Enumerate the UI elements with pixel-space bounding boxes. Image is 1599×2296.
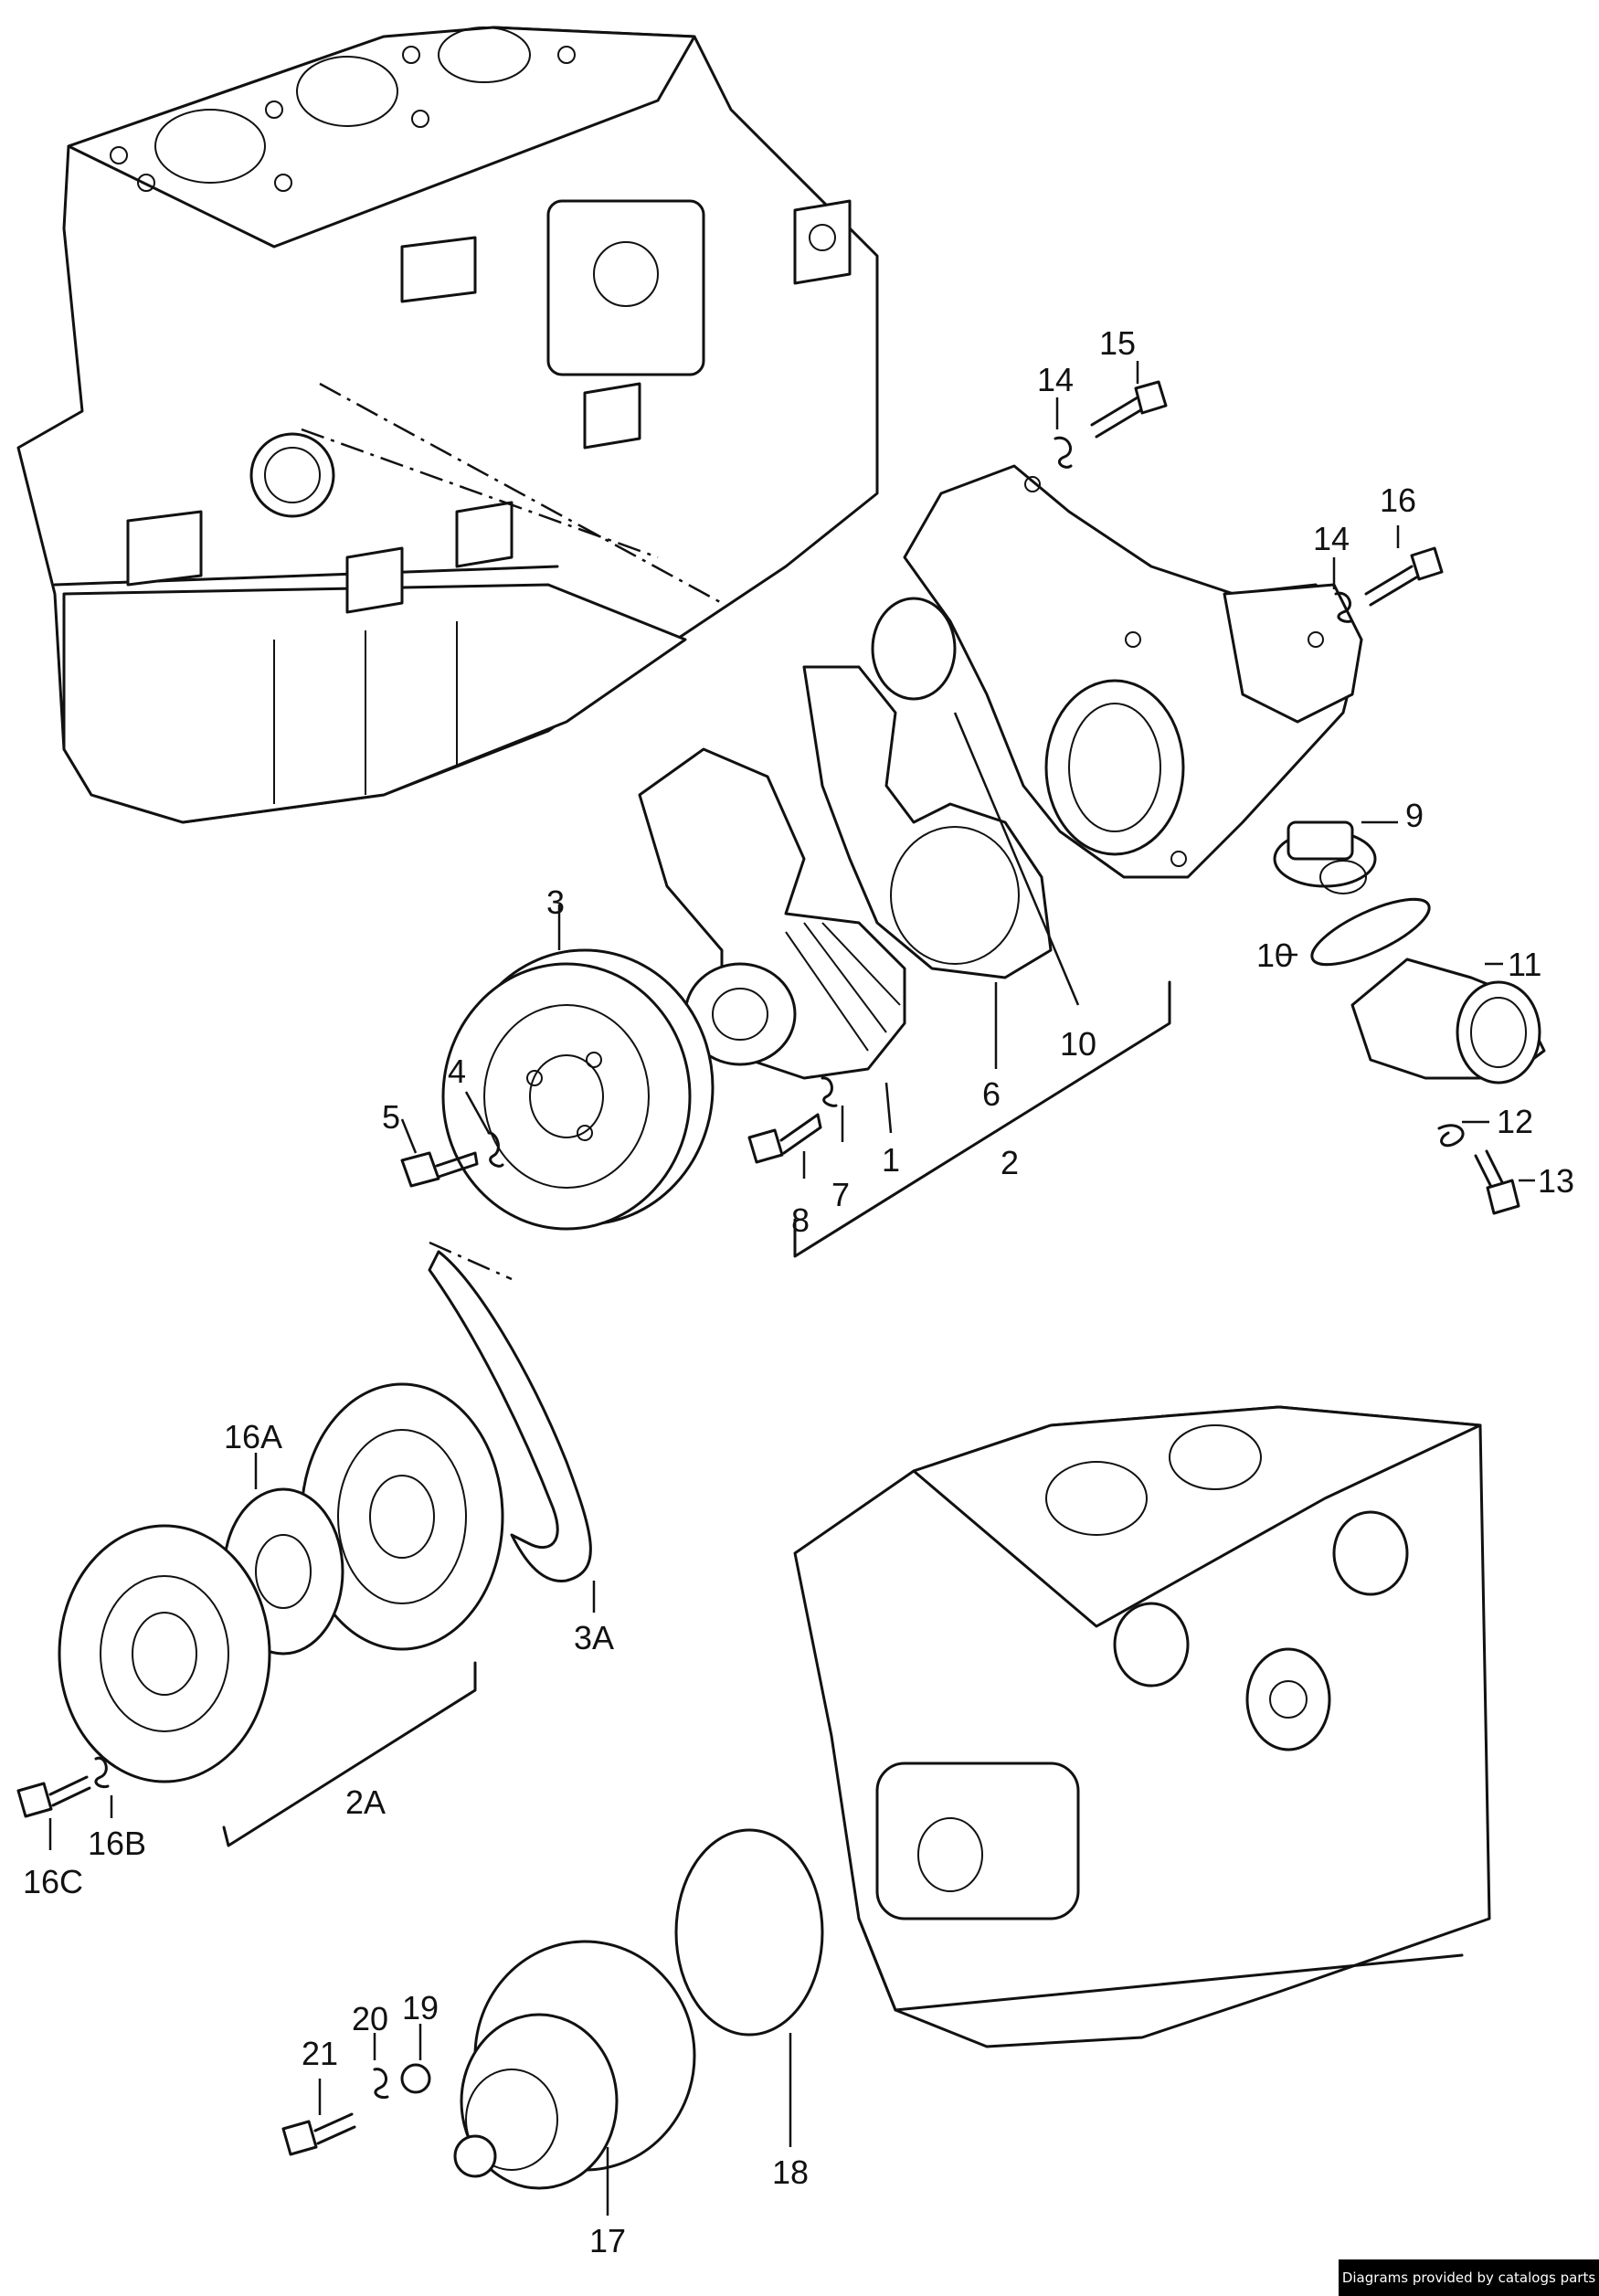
- callout-2: 2: [1001, 1144, 1019, 1181]
- callout-16C: 16C: [23, 1863, 83, 1900]
- callout-8: 8: [791, 1201, 810, 1239]
- o-ring-10-lower: [1310, 897, 1431, 967]
- callout-4: 4: [448, 1053, 466, 1090]
- callout-14a: 14: [1037, 361, 1074, 398]
- washer-14-lower: [1334, 591, 1352, 623]
- callout-9: 9: [1405, 797, 1424, 834]
- callout-21: 21: [302, 2035, 338, 2072]
- bolt-5: [400, 1151, 479, 1188]
- washer-4: [487, 1131, 504, 1168]
- callout-1: 1: [882, 1141, 900, 1179]
- engine-block-top: [16, 26, 879, 824]
- thermostat-9: [1273, 820, 1377, 894]
- bolt-8: [747, 1113, 822, 1164]
- credit-banner: Diagrams provided by catalogs parts: [1339, 2259, 1599, 2296]
- callout-16A: 16A: [224, 1418, 282, 1455]
- washer-16B: [94, 1756, 110, 1789]
- v-belt-3A: [428, 1250, 592, 1582]
- callout-3: 3: [546, 883, 565, 921]
- callout-3A: 3A: [574, 1619, 614, 1656]
- bolt-21: [281, 2112, 356, 2156]
- callout-18: 18: [772, 2153, 809, 2191]
- callout-10a: 10: [1060, 1025, 1096, 1063]
- pulley-2A-inner: [58, 1524, 271, 1783]
- washer-19: [400, 2063, 431, 2094]
- callout-19: 19: [402, 1989, 439, 2026]
- coolant-housing: [903, 464, 1363, 879]
- bolt-16: [1364, 546, 1444, 607]
- engine-block-bottom: [793, 1405, 1491, 2048]
- callout-6: 6: [982, 1075, 1001, 1113]
- bracket-2: [793, 980, 1171, 1258]
- callout-13: 13: [1538, 1162, 1574, 1200]
- callout-11: 11: [1508, 946, 1541, 983]
- callout-16: 16: [1380, 481, 1416, 519]
- washer-7: [821, 1076, 838, 1107]
- bracket-2A: [222, 1661, 477, 1847]
- washer-14-upper: [1054, 436, 1073, 469]
- callout-17: 17: [589, 2222, 626, 2259]
- callout-16B: 16B: [88, 1825, 146, 1862]
- callout-leaders: [48, 361, 1535, 2216]
- bolt-15: [1090, 380, 1168, 439]
- water-pump-17: [453, 1940, 696, 2190]
- bolt-13: [1474, 1149, 1520, 1215]
- pulley-3: [441, 948, 715, 1231]
- bolt-16C: [16, 1775, 91, 1818]
- gasket-6: [802, 665, 1053, 979]
- callout-2A: 2A: [345, 1783, 386, 1821]
- callout-12: 12: [1497, 1103, 1533, 1140]
- callout-10b: 10: [1256, 936, 1293, 974]
- callout-15: 15: [1099, 324, 1136, 362]
- coolant-flange-11: [1350, 958, 1546, 1085]
- callout-7: 7: [831, 1176, 850, 1213]
- washer-12: [1437, 1124, 1465, 1148]
- water-pump-1: [638, 747, 906, 1080]
- gasket-18: [674, 1828, 824, 2037]
- callout-20: 20: [352, 2000, 388, 2037]
- callout-5: 5: [382, 1098, 400, 1136]
- callout-14b: 14: [1313, 520, 1350, 557]
- o-ring-10: [871, 597, 957, 701]
- washer-20: [373, 2068, 389, 2100]
